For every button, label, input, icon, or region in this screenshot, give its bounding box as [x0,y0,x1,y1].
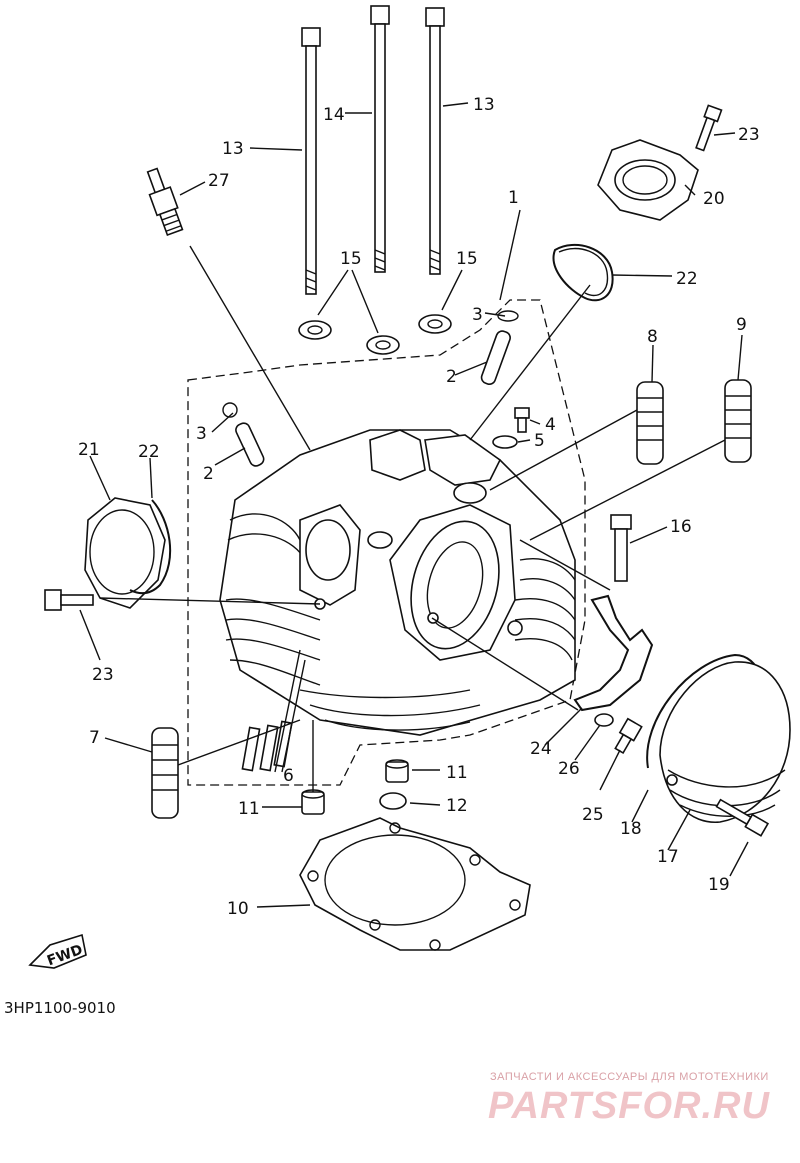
assembly-boundary [187,299,586,786]
callout-13-left: 13 [222,139,244,159]
callout-6: 6 [283,766,294,786]
callout-22-top: 22 [676,269,698,289]
dowel-11-right [385,759,409,783]
callout-2-right: 2 [446,367,457,387]
pin-7 [151,727,179,819]
callout-9: 9 [736,315,747,335]
bolt-23-top [695,104,723,152]
intake-flange-20 [597,139,699,221]
callout-22-side: 22 [138,442,160,462]
washer-26 [594,713,614,727]
o-ring-12 [379,792,407,810]
callout-23-side: 23 [92,665,114,685]
gasket-22-side [129,499,172,595]
callout-21: 21 [78,440,100,460]
callout-4: 4 [545,415,556,435]
tappet-cover-17 [659,661,791,823]
callout-2-left: 2 [203,464,214,484]
pin-8 [636,381,664,465]
part-code: 3HP1100-9010 [4,999,116,1017]
washer-5 [492,435,518,449]
clip-3-left [222,402,238,418]
washer-15-right [418,314,452,334]
valve-guide-2-right [480,330,511,385]
stud-bolt-4 [514,407,530,433]
gasket-24 [573,594,654,712]
callout-17: 17 [657,847,679,867]
bolt-16 [610,514,632,582]
callout-15-right: 15 [456,249,478,269]
washer-15-mid [366,335,400,355]
callout-12: 12 [446,796,468,816]
bolt-23-side [44,589,94,611]
cylinder-head [219,429,576,736]
spark-plug [146,167,184,237]
callout-15-left: 15 [340,249,362,269]
clip-3-right [497,310,519,322]
callout-3-left: 3 [196,424,207,444]
callout-5: 5 [534,431,545,451]
callout-24: 24 [530,739,552,759]
callout-8: 8 [647,327,658,347]
side-cover-21 [84,497,166,609]
bolt-19 [715,798,770,837]
head-bolt-14 [370,5,390,273]
head-bolt-13-left [301,27,321,295]
callout-3-right: 3 [472,305,483,325]
callout-11-right: 11 [446,763,468,783]
callout-23-top: 23 [738,125,760,145]
callout-1: 1 [508,188,519,208]
callout-16: 16 [670,517,692,537]
leader-lines [79,102,749,908]
callout-11-left: 11 [238,799,260,819]
valve-guide-2-left [235,422,265,467]
fwd-arrow: FWD [28,933,87,969]
callout-7: 7 [89,728,100,748]
head-bolt-13-right [425,7,445,275]
callout-10: 10 [227,899,249,919]
callout-20: 20 [703,189,725,209]
dowel-11-left [301,789,325,815]
callout-14: 14 [323,105,345,125]
bolt-25 [614,717,643,755]
head-gasket-10 [299,817,531,951]
callout-27: 27 [208,171,230,191]
o-ring-22-top [552,243,614,302]
pin-9 [724,379,752,463]
callout-13-right: 13 [473,95,495,115]
watermark: ЗАПЧАСТИ И АКСЕССУАРЫ ДЛЯ МОТОТЕХНИКИ PA… [488,1071,770,1127]
callout-25: 25 [582,805,604,825]
callout-26: 26 [558,759,580,779]
callout-18: 18 [620,819,642,839]
washer-15-left [298,320,332,340]
watermark-tagline: ЗАПЧАСТИ И АКСЕССУАРЫ ДЛЯ МОТОТЕХНИКИ [490,1071,769,1083]
watermark-brand: PARTSFOR.RU [488,1085,770,1127]
callout-19: 19 [708,875,730,895]
